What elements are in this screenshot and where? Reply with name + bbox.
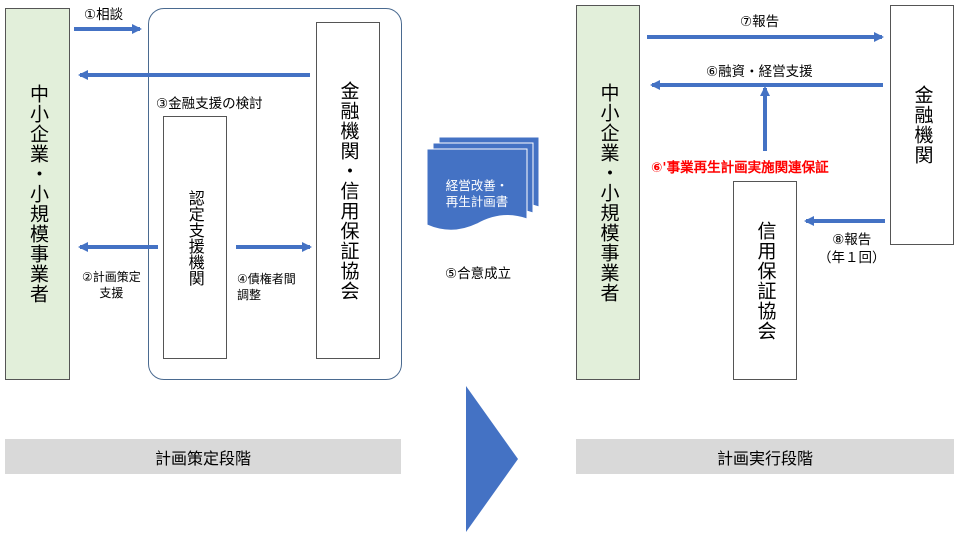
transition-arrow-icon bbox=[466, 386, 518, 532]
right-sme-label: 中小企業・小規模事業者 bbox=[597, 82, 620, 303]
step6b-label: ⑥'事業再生計画実施関連保証 bbox=[651, 160, 829, 176]
step7-label: ⑦報告 bbox=[740, 14, 780, 30]
step6-label: ⑥融資・経営支援 bbox=[706, 64, 813, 80]
step4-label: ④債権者間 調整 bbox=[237, 272, 296, 302]
step1-label: ①相談 bbox=[84, 7, 124, 23]
left-sme-box: 中小企業・小規模事業者 bbox=[5, 8, 70, 380]
credit-guarantee-label: 信用保証協会 bbox=[754, 220, 777, 341]
left-bank-label: 金融機関・信用保証協会 bbox=[337, 80, 360, 301]
step2-label: ②計画策定 支援 bbox=[82, 270, 141, 300]
document-label: 経営改善・ 再生計画書 bbox=[445, 178, 509, 210]
right-bank-label: 金融機関 bbox=[911, 85, 934, 165]
right-phase-label: 計画実行段階 bbox=[716, 448, 813, 468]
credit-guarantee-box: 信用保証協会 bbox=[733, 181, 797, 380]
left-phase-label: 計画策定段階 bbox=[154, 448, 251, 468]
step5-label: ⑤合意成立 bbox=[445, 266, 512, 282]
document-stack-icon bbox=[426, 136, 540, 231]
right-bank-box: 金融機関 bbox=[890, 5, 954, 245]
right-phase-bar: 計画実行段階 bbox=[576, 439, 954, 474]
left-phase-bar: 計画策定段階 bbox=[5, 439, 401, 474]
left-sme-label: 中小企業・小規模事業者 bbox=[26, 84, 49, 304]
support-agency-box: 認定支援機関 bbox=[163, 116, 227, 359]
step3-label: ③金融支援の検討 bbox=[156, 96, 263, 112]
step8-label: ⑧報告 （年１回） bbox=[818, 232, 886, 266]
left-group-frame bbox=[148, 8, 402, 380]
support-agency-label: 認定支援機関 bbox=[185, 189, 205, 286]
left-bank-box: 金融機関・信用保証協会 bbox=[316, 22, 380, 359]
right-sme-box: 中小企業・小規模事業者 bbox=[576, 5, 640, 380]
